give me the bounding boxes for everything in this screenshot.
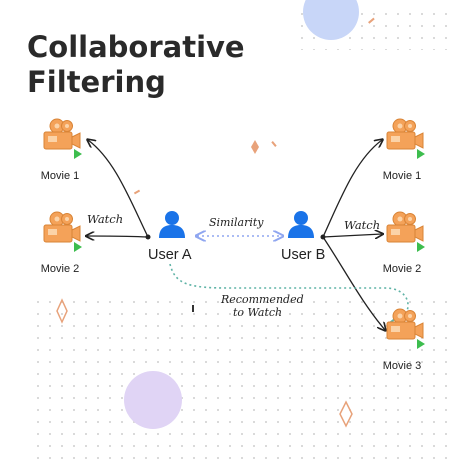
- recommended-label-line2: to Watch: [233, 306, 283, 319]
- left-movie2-label: Movie 2: [40, 263, 80, 275]
- dash-mark: [133, 189, 141, 195]
- diamond-shape: [339, 400, 353, 428]
- similarity-label: Similarity: [209, 216, 264, 229]
- dash-mark: [368, 17, 375, 24]
- right-movie3-label: Movie 3: [382, 360, 422, 372]
- usera-label: User A: [148, 247, 192, 263]
- edge-usera-movie1: [88, 140, 149, 238]
- right-movie3-icon: [386, 308, 426, 350]
- edge-userb-movie2: [322, 234, 382, 237]
- watch-left-label: Watch: [87, 212, 124, 226]
- watch-right-label: Watch: [344, 218, 381, 232]
- left-movie2-icon: [43, 211, 83, 253]
- edge-userb-movie3: [322, 236, 385, 330]
- right-movie2-icon: [386, 211, 426, 253]
- title-line-2: Filtering: [27, 65, 166, 99]
- left-movie1-label: Movie 1: [40, 170, 80, 182]
- blue-blob: [303, 0, 359, 40]
- left-movie1-icon: [43, 118, 83, 160]
- right-movie1-icon: [386, 118, 426, 160]
- edge-usera-movie2: [87, 236, 149, 237]
- usera-user-icon: [159, 211, 185, 238]
- dash-mark: [192, 305, 194, 312]
- diamond-shape: [56, 298, 68, 324]
- diamond-shape: [251, 140, 259, 154]
- recommended-label-line1: Recommended: [221, 293, 304, 306]
- userb-node-dot: [320, 234, 326, 240]
- right-movie1-label: Movie 1: [382, 170, 422, 182]
- userb-label: User B: [281, 247, 326, 263]
- purple-blob: [124, 371, 182, 429]
- dash-mark: [271, 141, 277, 147]
- usera-node-dot: [145, 234, 151, 240]
- userb-user-icon: [288, 211, 314, 238]
- edge-userb-movie1: [322, 140, 382, 238]
- right-movie2-label: Movie 2: [382, 263, 422, 275]
- title-line-1: Collaborative: [27, 30, 245, 64]
